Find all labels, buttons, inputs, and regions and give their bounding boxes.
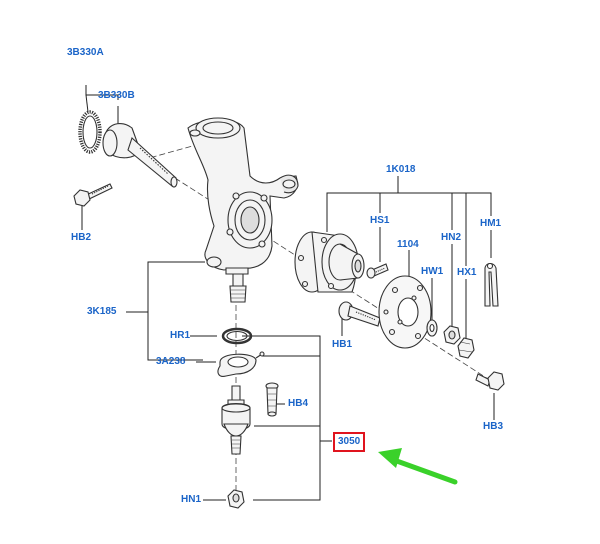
- label-hm1: HM1: [480, 218, 502, 229]
- leader-1k018: [326, 192, 492, 232]
- nut-hn2: [443, 325, 461, 345]
- center-lines: [141, 139, 497, 498]
- bolt-hb1: [338, 301, 381, 327]
- axis-shaft: [141, 139, 215, 161]
- bolt-hb4: [265, 382, 279, 417]
- label-hn2: HN2: [441, 232, 462, 243]
- leader-3b330a-ring: [85, 94, 89, 113]
- label-1k018: 1K018: [386, 164, 416, 175]
- leader-3k185: [126, 261, 205, 313]
- abs-ring: [78, 110, 102, 154]
- label-hs1: HS1: [370, 215, 390, 226]
- label-3050-highlighted: 3050: [333, 432, 366, 452]
- castle-nut-hx1: [457, 337, 475, 359]
- split-pin-hm1: [484, 262, 499, 307]
- leader-lines: [81, 85, 495, 501]
- label-3b330a: 3B330A: [67, 47, 104, 58]
- label-hb2: HB2: [71, 232, 92, 243]
- pointer-arrow-icon: [378, 448, 458, 485]
- label-hx1: HX1: [457, 267, 477, 278]
- label-hr1: HR1: [170, 330, 191, 341]
- nut-hn1: [227, 489, 245, 509]
- bolt-hb3: [475, 371, 505, 391]
- wheel-hub: [294, 231, 365, 293]
- parts: [73, 110, 505, 509]
- label-hb3: HB3: [483, 421, 504, 432]
- leader-3k185-b: [147, 312, 203, 361]
- washer-hw1: [426, 319, 438, 337]
- label-1104: 1104: [397, 239, 419, 250]
- leader-3b330a: [85, 85, 119, 100]
- label-hb1: HB1: [332, 339, 353, 350]
- circlip-hr1: [221, 327, 253, 345]
- label-hn1: HN1: [181, 494, 202, 505]
- steering-knuckle: [187, 117, 299, 303]
- label-hb4: HB4: [288, 398, 309, 409]
- bolt-hb2: [73, 183, 113, 207]
- label-3b330b: 3B330B: [98, 90, 135, 101]
- drive-shaft: [102, 122, 178, 188]
- stud-hs1: [366, 263, 389, 279]
- label-3a238: 3A238: [156, 356, 186, 367]
- leader-bracket: [242, 335, 321, 501]
- retaining-clip-3a238: [217, 351, 265, 377]
- label-hw1: HW1: [421, 266, 444, 277]
- ball-joint-3050: [221, 385, 251, 455]
- label-3k185: 3K185: [87, 306, 117, 317]
- abs-ring-inner: [82, 115, 98, 149]
- brake-backplate: [378, 275, 432, 349]
